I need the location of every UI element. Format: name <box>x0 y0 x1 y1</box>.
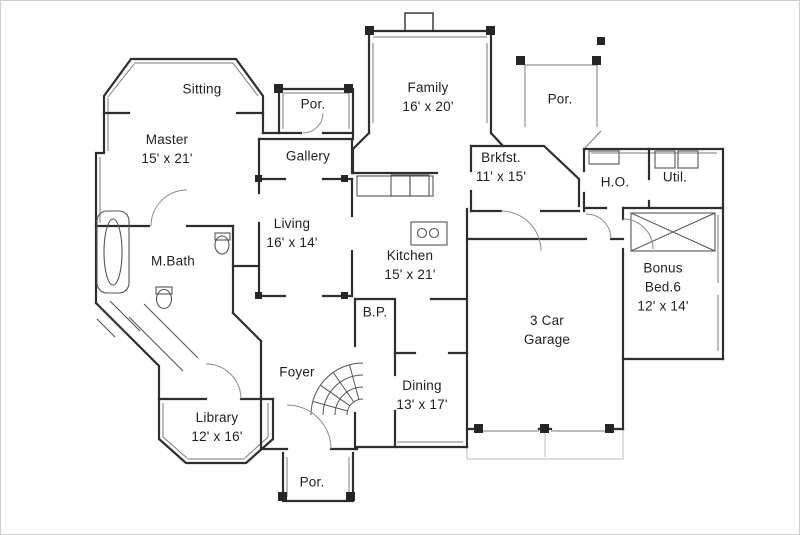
posts <box>255 26 614 501</box>
room-name: Brkfst. <box>481 150 521 165</box>
room-label-master: Master 15' x 21' <box>141 130 192 168</box>
room-dims: 11' x 15' <box>475 169 527 184</box>
room-label-sitting: Sitting <box>182 81 222 97</box>
room-dims: 16' x 20' <box>402 99 454 114</box>
room-label-kitchen: Kitchen 15' x 21' <box>384 246 435 284</box>
room-name: Master <box>145 132 189 147</box>
fixtures <box>96 150 716 372</box>
room-label-foyer: Foyer <box>279 364 315 380</box>
room-name: Kitchen <box>386 248 434 263</box>
room-name: 3 Car <box>529 313 565 328</box>
room-label-porch-upper-right: Por. <box>547 91 573 107</box>
room-name-line2: Garage <box>523 332 571 347</box>
room-label-library: Library 12' x 16' <box>191 408 242 446</box>
room-name: Bonus <box>643 260 683 276</box>
room-label-bonus-bedroom: Bonus Bed.6 12' x 14' <box>637 259 688 316</box>
walls <box>94 12 725 503</box>
room-label-dining: Dining 13' x 17' <box>396 376 447 414</box>
door-arcs <box>150 112 654 450</box>
room-label-master-bath: M.Bath <box>151 253 195 269</box>
room-label-porch-lower: Por. <box>299 474 325 490</box>
room-name-line2: Bed.6 <box>644 279 682 295</box>
room-label-living: Living 16' x 14' <box>266 214 317 252</box>
room-dims: 12' x 16' <box>191 429 243 444</box>
room-dims: 12' x 14' <box>637 298 689 314</box>
room-dims: 15' x 21' <box>141 151 193 166</box>
staircase <box>310 362 364 416</box>
room-dims: 15' x 21' <box>384 267 436 282</box>
room-label-garage: 3 Car Garage <box>524 311 570 349</box>
room-label-gallery: Gallery <box>285 148 331 164</box>
room-label-home-office: H.O. <box>600 174 630 190</box>
room-name: Family <box>407 80 449 95</box>
window-lines <box>99 36 719 497</box>
room-label-utility: Util. <box>662 169 688 185</box>
room-name: Dining <box>402 378 442 393</box>
room-label-breakfast: Brkfst. 11' x 15' <box>476 148 526 186</box>
room-label-porch-upper-left: Por. <box>300 96 326 112</box>
room-label-butlers-pantry: B.P. <box>362 304 388 320</box>
room-dims: 13' x 17' <box>396 397 448 412</box>
room-name: Library <box>195 410 239 425</box>
room-name: Living <box>273 216 311 231</box>
room-label-family: Family 16' x 20' <box>402 78 453 116</box>
room-dims: 16' x 14' <box>266 235 318 250</box>
